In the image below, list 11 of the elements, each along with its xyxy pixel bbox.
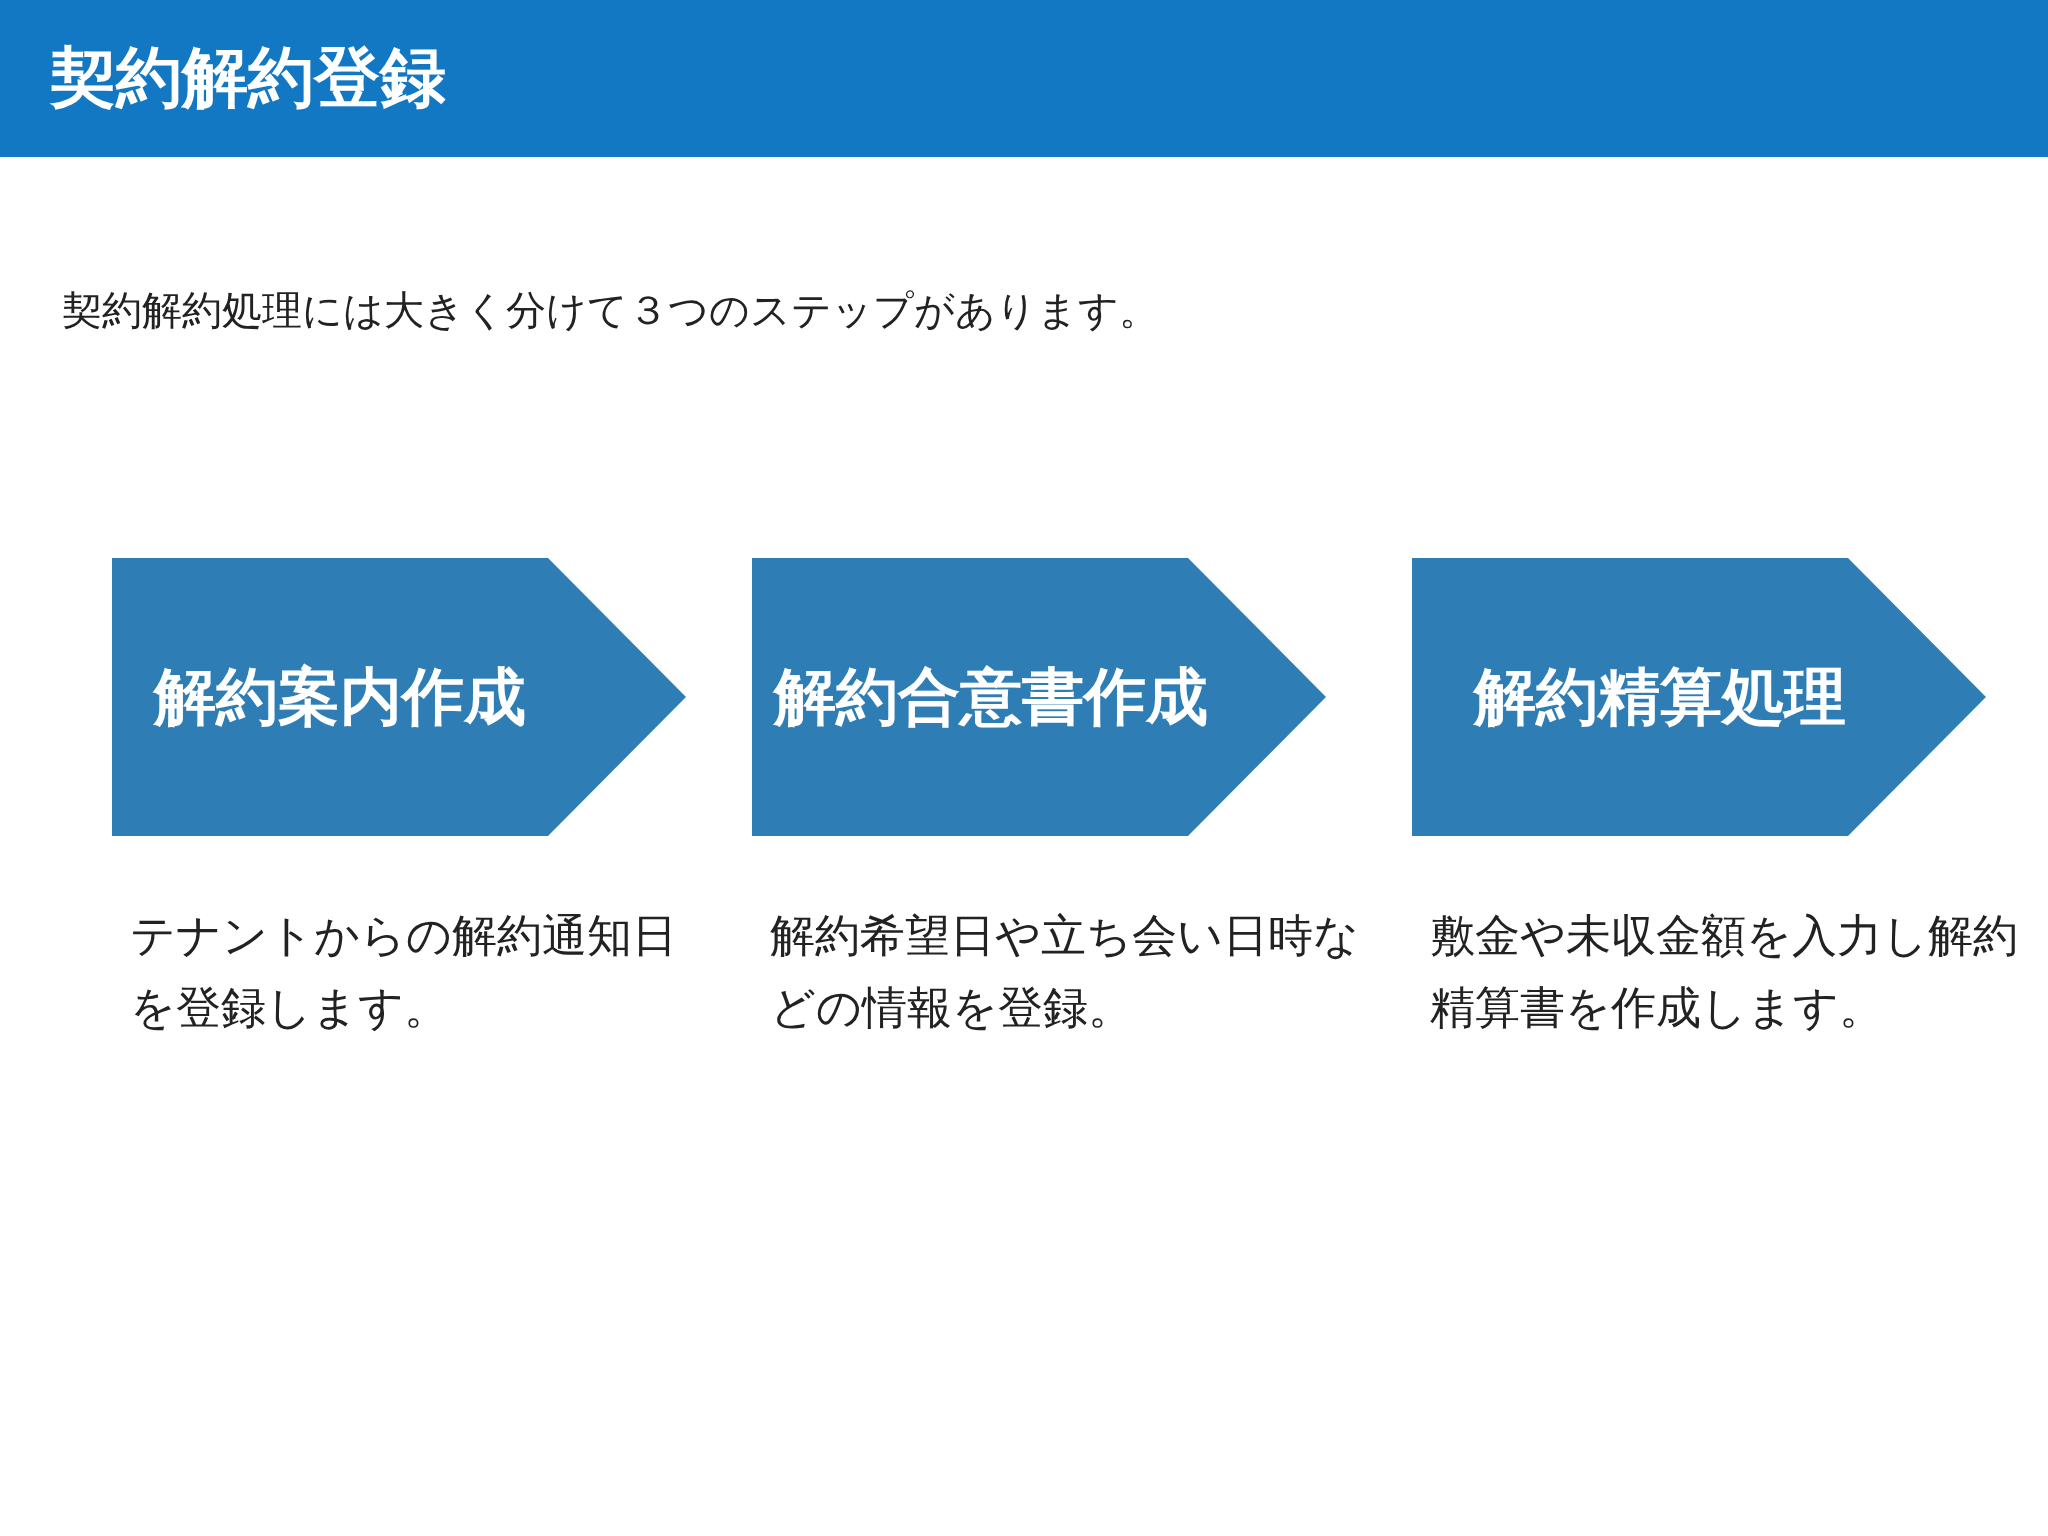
step-title: 解約合意書作成 [774, 659, 1208, 735]
step-description: 解約希望日や立ち会い日時などの情報を登録。 [770, 908, 1360, 1036]
step-description: テナントからの解約通知日を登録します。 [130, 908, 678, 1036]
step-arrow [112, 558, 686, 836]
step-title: 解約案内作成 [154, 659, 526, 735]
step-description: 敷金や未収金額を入力し解約精算書を作成します。 [1430, 908, 2019, 1036]
step-title: 解約精算処理 [1474, 659, 1846, 735]
intro-text: 契約解約処理には大きく分けて３つのステップがあります。 [62, 286, 1159, 335]
step-arrow [1412, 558, 1986, 836]
page-title: 契約解約登録 [50, 38, 446, 118]
step-arrow [752, 558, 1326, 836]
